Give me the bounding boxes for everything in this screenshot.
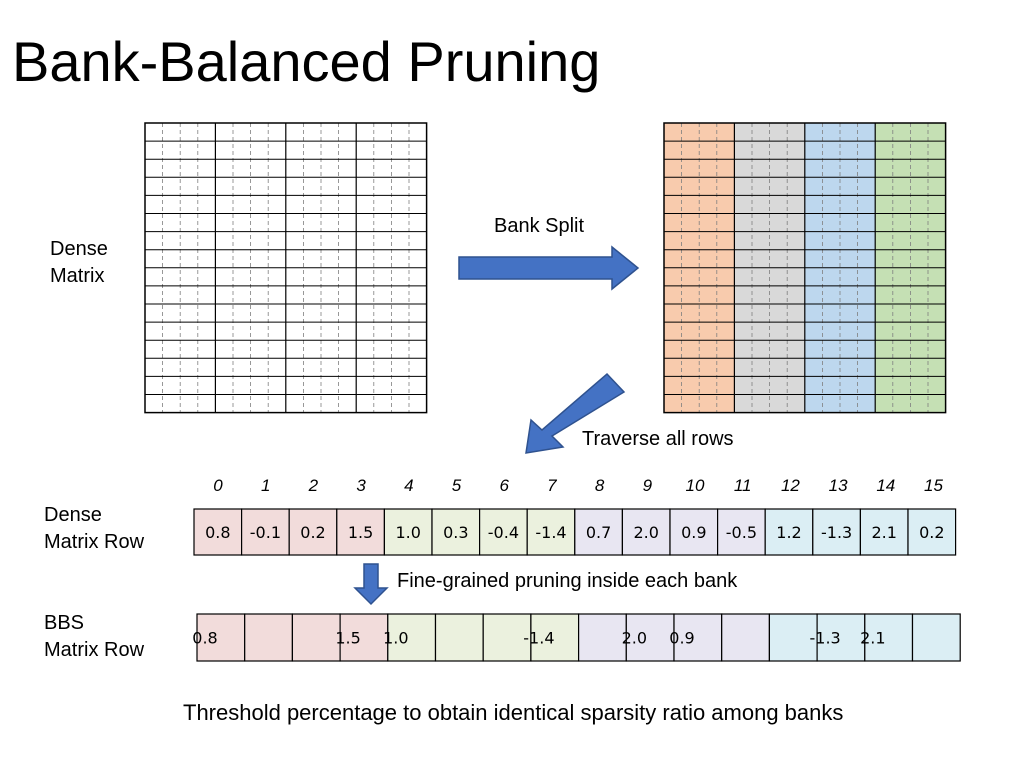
bbs-row-cell-10 [673,613,723,662]
dense-row-cell-6 [479,508,528,556]
dense-row-cell-14 [859,508,909,556]
bbs-row-cell-5 [434,613,484,662]
column-index-2: 2 [308,476,319,495]
bbs-row-value-10: 0.9 [669,629,694,648]
column-index-8: 8 [595,476,605,495]
dense-row-value-2: 0.2 [300,523,325,542]
bbs-row-value-3: 1.5 [335,629,360,648]
column-index-10: 10 [686,476,705,495]
dense-row-cell-11 [716,508,766,556]
bbs-row-cell-13 [816,613,866,662]
traverse-label: Traverse all rows [582,428,734,450]
bbs-row-cell-15 [911,613,961,662]
column-index-7: 7 [547,476,557,495]
dense-row-value-0: 0.8 [205,523,230,542]
bbs-matrix-row: 0.8 1.5 1.0 -1.4 2.0 0.9 -1.3 2.1 [192,613,961,662]
bbs-row-value-0: 0.8 [192,629,217,648]
dense-row-cell-0 [193,508,243,556]
dense-row-value-5: 0.3 [443,523,468,542]
dense-row-label-line2: Matrix Row [44,531,145,553]
bbs-row-cell-14 [864,613,914,662]
page-title: Bank-Balanced Pruning [12,30,601,93]
bbs-row-cell-8 [577,613,627,662]
dense-row-value-6: -0.4 [488,523,519,542]
dense-row-value-1: -0.1 [250,523,281,542]
bbs-row-cell-12 [768,613,818,662]
dense-row-cell-10 [669,508,719,556]
dense-row-cell-12 [764,508,814,556]
dense-matrix-label-line2: Matrix [50,265,105,287]
bbs-row-cell-3 [339,613,389,662]
bbs-row-value-7: -1.4 [523,629,554,648]
bbs-row-value-4: 1.0 [383,629,408,648]
dense-row-value-8: 0.7 [586,523,611,542]
column-index-0: 0 [213,476,223,495]
dense-row-cell-8 [574,508,623,556]
column-index-5: 5 [452,476,462,495]
dense-row-value-12: 1.2 [776,523,801,542]
column-index-13: 13 [829,476,848,495]
bbs-row-cell-11 [721,613,771,662]
dense-row-value-9: 2.0 [633,523,658,542]
dense-row-label: Dense Matrix Row [44,502,144,556]
bbs-row-cell-7 [530,613,580,662]
dense-matrix-label: Dense Matrix [50,236,108,290]
dense-row-value-7: -1.4 [535,523,566,542]
split-matrix-border [663,122,947,414]
bbs-row-cell-1 [244,613,293,662]
column-index-9: 9 [643,476,653,495]
bank-split-matrix [663,122,947,414]
dense-row-value-11: -0.5 [726,523,757,542]
threshold-note: Threshold percentage to obtain identical… [183,700,844,725]
dense-row-cell-13 [812,508,861,556]
dense-row-value-3: 1.5 [348,523,373,542]
column-index-14: 14 [876,476,895,495]
fine-grained-label: Fine-grained pruning inside each bank [397,570,738,592]
bbs-row-cell-2 [291,613,341,662]
dense-row-value-13: -1.3 [821,523,852,542]
dense-row-cell-15 [907,508,957,556]
column-index-11: 11 [734,476,752,495]
bbs-row-label-line1: BBS [44,612,85,634]
dense-matrix-label-line1: Dense [50,238,108,260]
bank-split-arrow [458,245,640,291]
traverse-arrow [525,372,626,454]
dense-row-value-10: 0.9 [681,523,706,542]
column-index-15: 15 [924,476,943,495]
dense-row-label-line1: Dense [44,504,102,526]
dense-row-value-4: 1.0 [395,523,420,542]
bbs-row-value-9: 2.0 [622,629,647,648]
dense-row-cell-5 [431,508,481,556]
column-index-4: 4 [404,476,413,495]
bbs-row-cell-4 [387,613,437,662]
bbs-row-label: BBS Matrix Row [44,610,144,664]
pruning-arrow [353,563,389,606]
dense-row-value-15: 0.2 [919,523,944,542]
dense-row-cell-9 [621,508,671,556]
bank-split-label: Bank Split [494,215,585,237]
dense-matrix [144,122,428,414]
dense-matrix-border [144,122,428,414]
column-index-1: 1 [261,476,270,495]
dense-matrix-row: 0.8 -0.1 0.2 1.5 1.0 0.3 -0.4 -1.4 0.7 2.0 0.9 -0.5… [193,508,957,556]
bbs-row-label-line2: Matrix Row [44,639,145,661]
bbs-row-value-14: 2.1 [860,629,885,648]
bbs-row-cell-6 [482,613,532,662]
column-index-12: 12 [781,476,800,495]
column-index-6: 6 [499,476,509,495]
bbs-row-value-13: -1.3 [809,629,840,648]
dense-row-value-14: 2.1 [871,523,896,542]
column-index-3: 3 [356,476,366,495]
